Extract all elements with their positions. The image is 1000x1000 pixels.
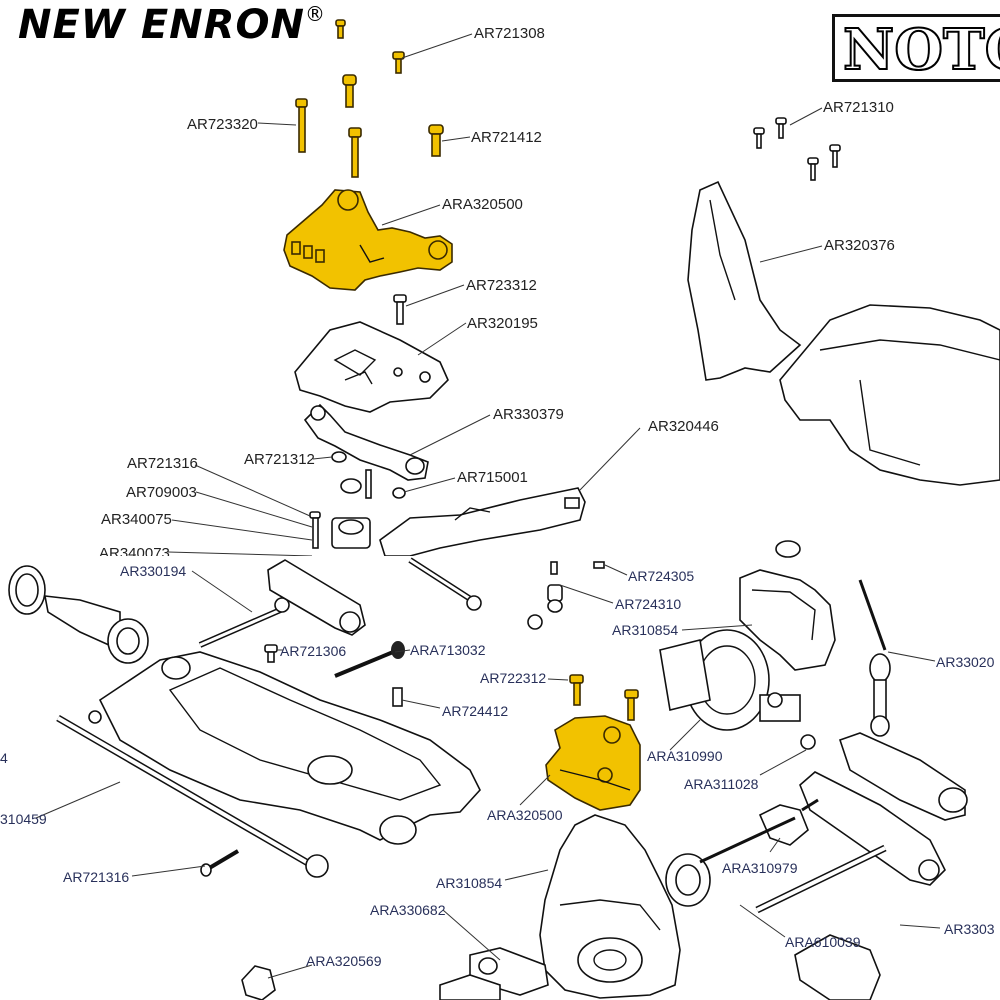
screw-mid-b [348,127,362,178]
label-ar715001: AR715001 [457,469,528,486]
bearing-ara610039 [665,816,796,907]
bushing-ar724412 [392,687,403,707]
link-ar330201 [858,579,891,737]
label-ar721412: AR721412 [471,129,542,146]
link-upper [267,559,366,636]
label-ar721316-bottom: AR721316 [63,869,129,885]
panel-divider [0,556,1000,561]
screws-ar721310 [753,117,841,181]
lower-arm [98,651,481,845]
label-ar723320: AR723320 [187,116,258,133]
pin-ara713032 [334,641,405,678]
gear-ara310979 [758,798,819,846]
label-ar724310: AR724310 [615,596,681,612]
registered-mark: ® [304,2,326,26]
label-ar340075: AR340075 [101,511,172,528]
clip-ara311028 [800,734,816,750]
bushing-a [340,478,362,494]
label-ar320195: AR320195 [467,315,538,332]
shaft-ar310459 [56,714,329,878]
label-ar709003: AR709003 [126,484,197,501]
bottom-leaders [35,564,941,979]
brand-logo: NEW ENRON® [18,2,326,48]
screw-ar721412 [428,124,444,157]
label-ar33020: AR33020 [936,654,995,670]
label-ara610039: ARA610039 [785,934,861,950]
label-ar721312: AR721312 [244,451,315,468]
label-ar310854-bottom: AR310854 [436,875,502,891]
nut-ar340073 [331,517,371,549]
shaft-lower-right [755,844,887,914]
gold-mount-top [283,189,453,291]
screw-mid-a [342,74,357,108]
top-leaders [167,33,823,557]
label-ar723312: AR723312 [466,277,537,294]
arm-ar320446 [379,487,586,557]
wing-ar320376 [687,180,1000,486]
label-edge-4: 4 [0,750,8,766]
screw-ar724305 [593,561,605,569]
screw-ar721316-bottom [200,849,240,877]
washer-ar721312 [331,451,347,463]
label-ar724412: AR724412 [442,703,508,719]
label-ara310979: ARA310979 [722,860,798,876]
housing-ar310854-top [739,569,836,671]
nut-ar715001 [392,487,406,499]
label-ara311028: ARA311028 [684,776,759,792]
label-ar721306: AR721306 [280,643,346,659]
plate-ar320195 [294,321,449,413]
nut-small-left [88,710,102,724]
hinge-ar330379 [303,403,429,481]
label-ar310854-top: AR310854 [612,622,678,638]
label-ara320500-bottom: ARA320500 [487,807,563,823]
label-ar330379: AR330379 [493,406,564,423]
label-ar33038: AR3303 [944,921,995,937]
ball-small [527,614,543,630]
label-ara310990: ARA310990 [647,748,723,764]
label-ar724305: AR724305 [628,568,694,584]
label-ara330682: ARA330682 [370,902,446,918]
screw-ar721308-b [392,51,405,74]
pin-center-top [408,557,482,611]
diff-ara310990 [659,629,801,731]
label-ar320446: AR320446 [648,418,719,435]
bulkhead-ar310854-bottom [539,814,681,999]
screw-ar723312 [393,294,407,325]
screw-ar340075 [309,511,321,549]
label-ara320500-top: ARA320500 [442,196,523,213]
label-ar320376: AR320376 [824,237,895,254]
label-ar310459: 310459 [0,811,47,827]
label-ara320569: ARA320569 [306,953,382,969]
partner-logo: NOTC [832,14,1000,82]
screw-ar723320-a [295,98,308,153]
cup-ar330194 [8,565,149,664]
part-lower-center [439,974,501,1000]
label-ar721308: AR721308 [474,25,545,42]
pin-ar330194 [198,597,290,648]
pivot-ar724310 [547,561,563,613]
hub-links-right [799,732,968,886]
brand-name: NEW ENRON [18,2,305,48]
pin-ar715001 [365,469,372,499]
label-ar721310: AR721310 [823,99,894,116]
bushing-ara320569 [241,965,276,1000]
bushing-top-right [775,540,801,558]
screw-ar721306 [264,644,278,663]
arm-ar33038 [794,934,881,1000]
label-ar721316-top: AR721316 [127,455,198,472]
label-ar722312: AR722312 [480,670,546,686]
gold-mount-bottom [545,715,641,811]
screw-ar721308-a [335,19,346,39]
label-ar330194: AR330194 [120,563,186,579]
label-ara713032: ARA713032 [410,642,486,658]
screws-ar722312 [569,674,639,721]
